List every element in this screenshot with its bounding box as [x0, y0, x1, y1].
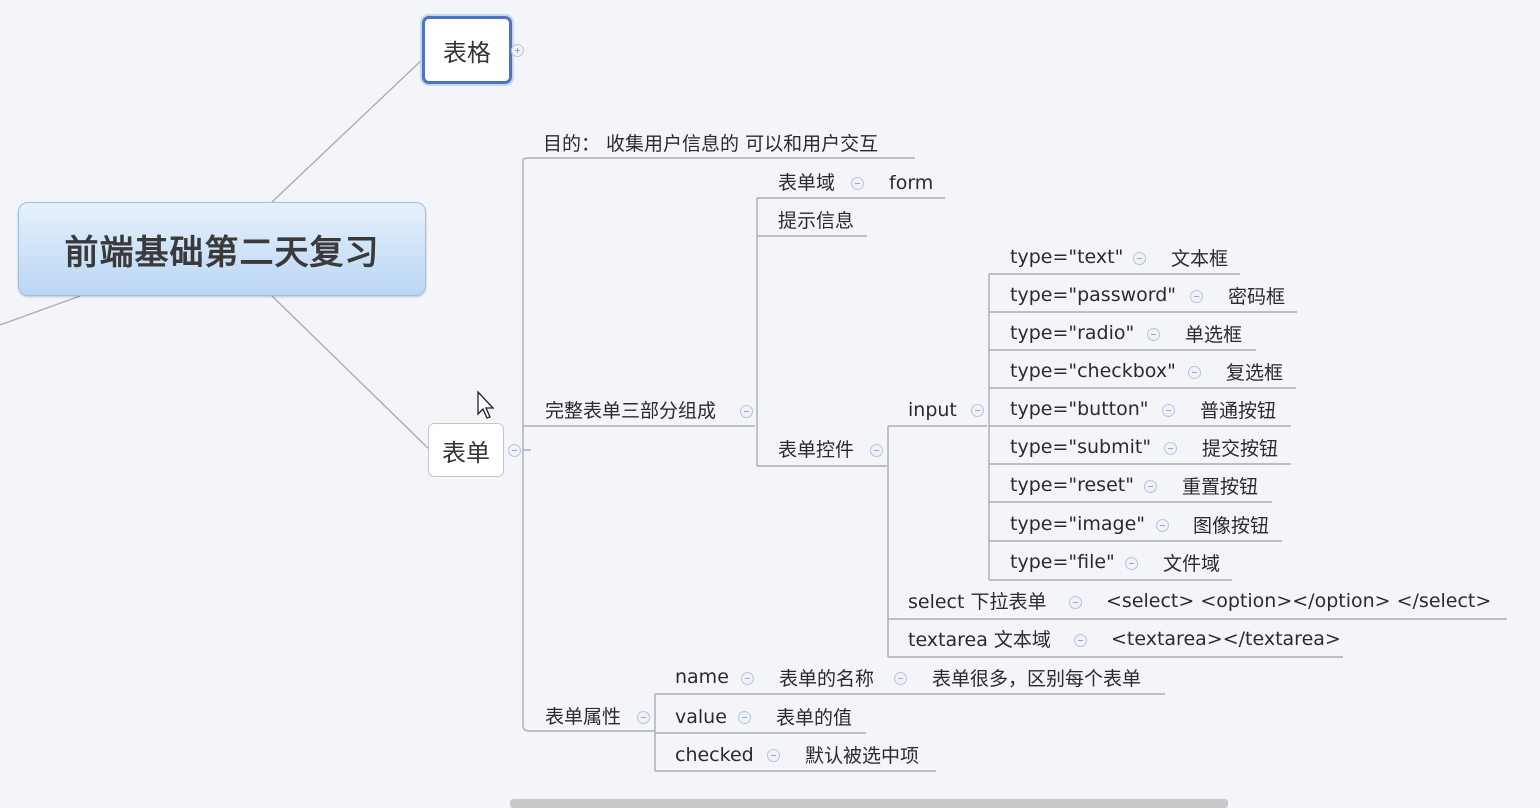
- attr-checked[interactable]: checked: [675, 744, 754, 766]
- topic-table[interactable]: 表格: [422, 16, 512, 84]
- input-type-desc[interactable]: 图像按钮: [1193, 515, 1270, 537]
- input-type[interactable]: type="reset": [1010, 474, 1134, 496]
- collapse-icon[interactable]: [971, 404, 984, 417]
- topic-form-field-value[interactable]: form: [889, 172, 934, 194]
- input-type-desc[interactable]: 提交按钮: [1202, 438, 1279, 460]
- attr-name-desc[interactable]: 表单的名称: [779, 668, 875, 690]
- collapse-icon[interactable]: [741, 672, 754, 685]
- attr-name[interactable]: name: [675, 666, 729, 688]
- topic-input[interactable]: input: [908, 399, 957, 421]
- collapse-icon[interactable]: [1125, 557, 1138, 570]
- root-topic[interactable]: 前端基础第二天复习: [18, 202, 426, 296]
- collapse-icon[interactable]: [508, 444, 521, 457]
- attr-value-desc[interactable]: 表单的值: [776, 707, 853, 729]
- topic-form-attrs[interactable]: 表单属性: [545, 706, 622, 728]
- topic-hint[interactable]: 提示信息: [778, 210, 855, 232]
- collapse-icon[interactable]: [1147, 328, 1160, 341]
- mouse-cursor-icon: [477, 390, 495, 419]
- input-type-desc[interactable]: 文件域: [1163, 553, 1221, 575]
- collapse-icon[interactable]: [1162, 404, 1175, 417]
- input-type[interactable]: type="radio": [1010, 322, 1135, 344]
- attr-value[interactable]: value: [675, 706, 727, 728]
- input-type[interactable]: type="password": [1010, 284, 1177, 306]
- topic-select[interactable]: select 下拉表单: [908, 591, 1047, 613]
- collapse-icon[interactable]: [1156, 519, 1169, 532]
- collapse-icon[interactable]: [1133, 252, 1146, 265]
- input-type[interactable]: type="file": [1010, 551, 1115, 573]
- input-type[interactable]: type="button": [1010, 398, 1149, 420]
- topic-three-parts[interactable]: 完整表单三部分组成: [545, 400, 717, 422]
- topic-form-field[interactable]: 表单域: [778, 172, 836, 194]
- collapse-icon[interactable]: [851, 177, 864, 190]
- collapse-icon[interactable]: [1144, 480, 1157, 493]
- collapse-icon[interactable]: [870, 444, 883, 457]
- topic-controls[interactable]: 表单控件: [778, 439, 855, 461]
- topic-textarea[interactable]: textarea 文本域: [908, 629, 1051, 651]
- topic-select-code[interactable]: <select> <option></option> </select>: [1106, 590, 1492, 612]
- input-type[interactable]: type="text": [1010, 246, 1124, 268]
- collapse-icon[interactable]: [738, 711, 751, 724]
- collapse-icon[interactable]: [1074, 634, 1087, 647]
- collapse-icon[interactable]: [1188, 366, 1201, 379]
- expand-icon[interactable]: [511, 44, 524, 57]
- attr-name-note[interactable]: 表单很多，区别每个表单: [932, 668, 1142, 690]
- input-type-desc[interactable]: 复选框: [1226, 362, 1284, 384]
- input-type[interactable]: type="image": [1010, 513, 1146, 535]
- input-type-desc[interactable]: 密码框: [1228, 286, 1286, 308]
- attr-checked-desc[interactable]: 默认被选中项: [805, 745, 920, 767]
- input-type-desc[interactable]: 重置按钮: [1182, 476, 1259, 498]
- input-type[interactable]: type="checkbox": [1010, 360, 1176, 382]
- collapse-icon[interactable]: [1190, 290, 1203, 303]
- topic-textarea-code[interactable]: <textarea></textarea>: [1111, 628, 1341, 650]
- input-type-desc[interactable]: 文本框: [1171, 248, 1229, 270]
- topic-purpose[interactable]: 目的： 收集用户信息的 可以和用户交互: [543, 133, 879, 155]
- input-type[interactable]: type="submit": [1010, 436, 1152, 458]
- collapse-icon[interactable]: [894, 672, 907, 685]
- collapse-icon[interactable]: [740, 405, 753, 418]
- collapse-icon[interactable]: [637, 711, 650, 724]
- collapse-icon[interactable]: [1164, 442, 1177, 455]
- input-type-desc[interactable]: 单选框: [1185, 324, 1243, 346]
- horizontal-scrollbar[interactable]: [510, 799, 1228, 808]
- input-type-desc[interactable]: 普通按钮: [1200, 400, 1277, 422]
- topic-form[interactable]: 表单: [428, 423, 504, 477]
- collapse-icon[interactable]: [1069, 596, 1082, 609]
- collapse-icon[interactable]: [767, 749, 780, 762]
